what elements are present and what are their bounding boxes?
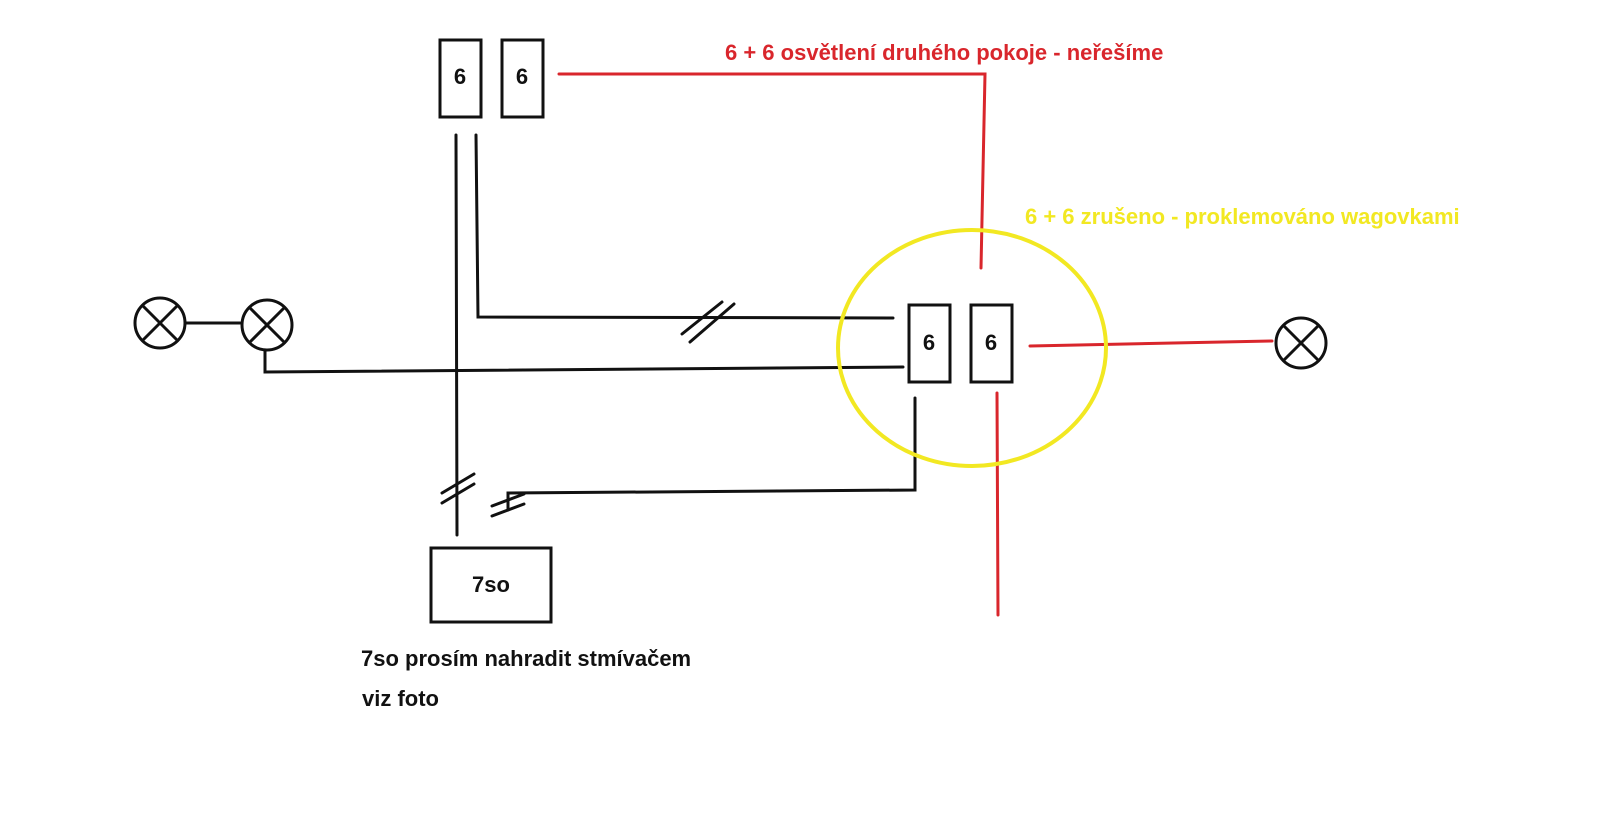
switch-label: 6 xyxy=(923,330,935,355)
lamp-icon xyxy=(133,296,187,350)
hatch-mark xyxy=(490,502,526,518)
wire-red-top xyxy=(557,72,987,270)
switch-label: 6 xyxy=(454,64,466,89)
switch-box-7so: 7so xyxy=(429,546,553,624)
lamp-icon xyxy=(1274,316,1328,370)
switch-box-top-right: 6 xyxy=(500,38,545,119)
hatch-mark xyxy=(440,472,476,495)
switch-box-mid-left: 6 xyxy=(907,303,952,384)
black-wires xyxy=(182,133,917,537)
wire-red-down xyxy=(995,391,1000,617)
switch-box-top-left: 6 xyxy=(438,38,483,119)
hatch-mark xyxy=(688,302,736,344)
hatch-mark xyxy=(440,482,476,505)
red-annotation: 6 + 6 osvětlení druhého pokoje - neřeším… xyxy=(725,40,1163,65)
switch-label: 7so xyxy=(472,572,510,597)
dimmer-note-line2: viz foto xyxy=(362,686,439,711)
hatch-mark xyxy=(490,492,526,508)
highlight-circle xyxy=(836,228,1108,468)
switch-box-mid-right: 6 xyxy=(969,303,1014,384)
red-wires xyxy=(557,72,1274,617)
yellow-annotation: 6 + 6 zrušeno - proklemováno wagovkami xyxy=(1025,204,1460,229)
switch-label: 6 xyxy=(985,330,997,355)
wire-red-right xyxy=(1028,339,1274,348)
wire-vertical-left xyxy=(454,133,459,537)
wire-bottom-return xyxy=(506,396,917,512)
wire-count-marks xyxy=(440,300,736,518)
dimmer-note-line1: 7so prosím nahradit stmívačem xyxy=(361,646,691,671)
hatch-mark xyxy=(680,300,724,336)
wire-vertical-right xyxy=(474,133,895,320)
switch-label: 6 xyxy=(516,64,528,89)
wire-lamp-to-switch xyxy=(263,346,905,374)
lamp-icon xyxy=(240,298,294,352)
